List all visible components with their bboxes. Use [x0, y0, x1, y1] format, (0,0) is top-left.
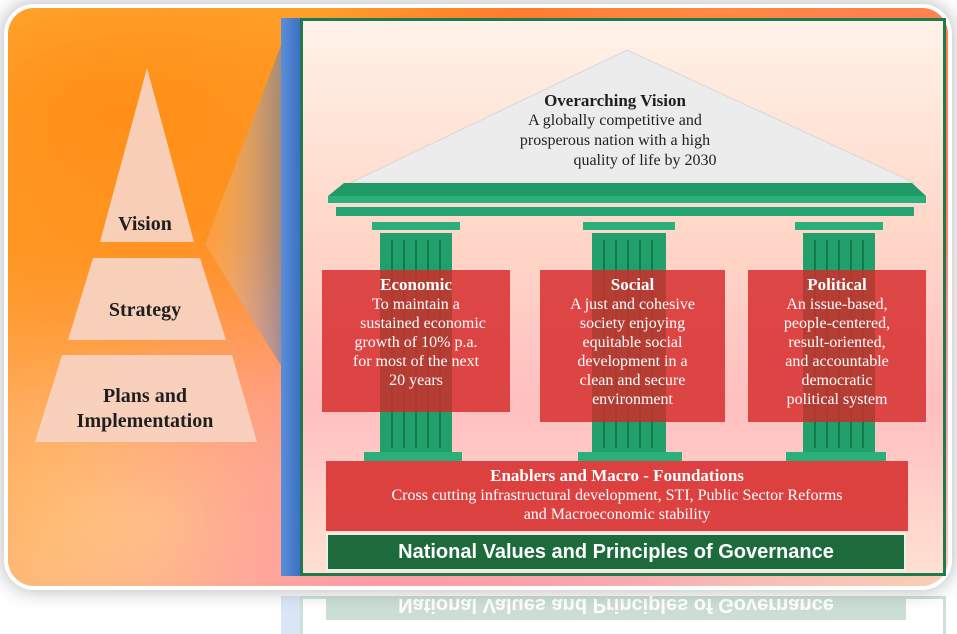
political-line: democratic: [801, 372, 873, 389]
social-line: environment: [592, 391, 673, 408]
social-line: society enjoying: [579, 315, 686, 332]
pyramid-level-plans: [35, 355, 257, 442]
political-line: people-centered,: [783, 315, 891, 332]
house-side-panel: [281, 18, 301, 576]
roof-text: Overarching Vision A globally competitiv…: [450, 90, 780, 171]
pyramid-level-vision: [100, 68, 194, 242]
slide-reflection: National Values and Principles of Govern…: [270, 596, 950, 634]
national-values-bar: National Values and Principles of Govern…: [326, 533, 906, 571]
overarching-vision-title: Overarching Vision: [544, 91, 686, 110]
economic-line: for most of the next: [352, 353, 480, 370]
social-line: clean and secure: [579, 372, 686, 389]
reflection-frame: [300, 596, 946, 634]
plans-label-line1: Plans and: [103, 385, 187, 407]
pyramid-label-plans: Plans and Implementation: [20, 384, 270, 434]
political-box: Political An issue-based, people-centere…: [748, 270, 926, 422]
vision-line3: quality of life by 2030: [573, 152, 717, 169]
enablers-box: Enablers and Macro - Foundations Cross c…: [326, 461, 908, 531]
entablature-beam-bottom: [336, 207, 914, 216]
plans-label-line2: Implementation: [76, 410, 214, 432]
enablers-line1: Cross cutting infrastructural developmen…: [391, 487, 843, 504]
reflection-side: [281, 596, 301, 634]
vision-line1: A globally competitive and: [528, 112, 702, 129]
vision-line2: prosperous nation with a high: [519, 132, 711, 149]
pyramid-level-strategy: [68, 258, 226, 340]
social-line: development in a: [577, 353, 688, 370]
political-line: result-oriented,: [788, 334, 886, 351]
economic-title: Economic: [380, 275, 452, 294]
economic-box: Economic To maintain a sustained economi…: [322, 270, 510, 412]
social-title: Social: [610, 275, 655, 294]
economic-line: sustained economic: [360, 315, 486, 332]
enablers-line2: and Macroeconomic stability: [523, 506, 711, 523]
pyramid-label-strategy: Strategy: [108, 299, 182, 321]
social-line: equitable social: [582, 334, 683, 351]
reflection-values-bar: National Values and Principles of Govern…: [326, 596, 906, 620]
political-title: Political: [807, 275, 867, 294]
political-line: and accountable: [785, 353, 889, 370]
entablature-beam-top: [328, 196, 926, 203]
social-line: A just and cohesive: [570, 296, 695, 313]
economic-line: growth of 10% p.a.: [354, 334, 478, 351]
economic-line: To maintain a: [372, 296, 460, 313]
enablers-title: Enablers and Macro - Foundations: [490, 466, 744, 485]
pyramid-label-vision: Vision: [118, 213, 172, 235]
social-box: Social A just and cohesive society enjoy…: [540, 270, 725, 422]
political-line: An issue-based,: [786, 296, 888, 313]
economic-line: 20 years: [389, 372, 443, 389]
political-line: political system: [786, 391, 888, 408]
